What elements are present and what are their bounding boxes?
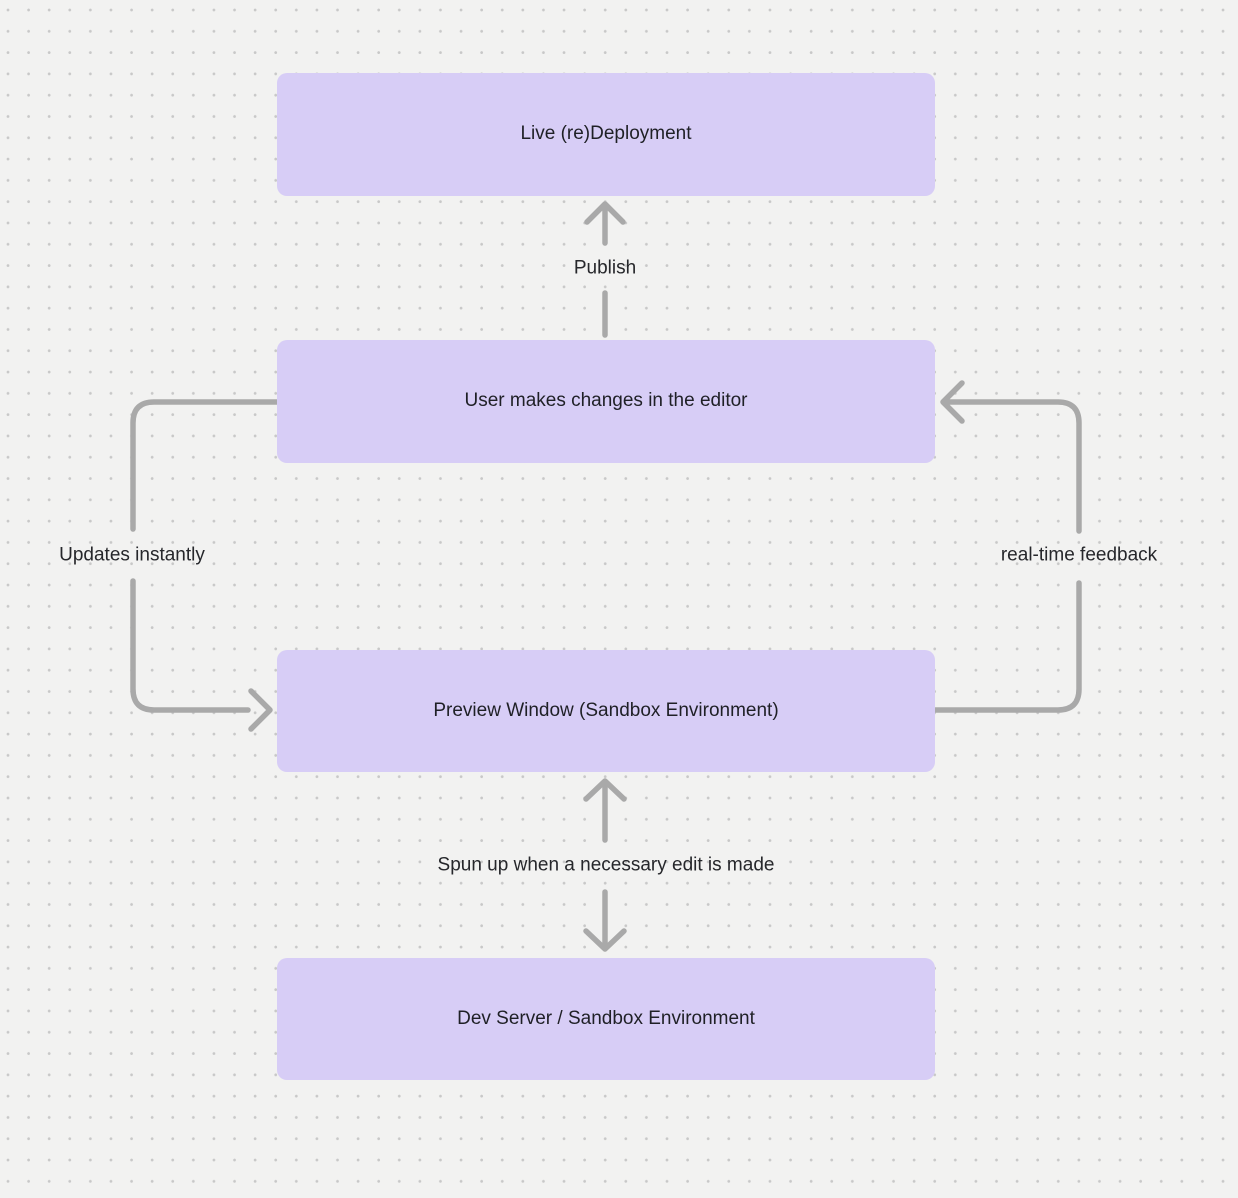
edge-label-updates-instantly: Updates instantly: [59, 544, 205, 566]
node-label: User makes changes in the editor: [464, 390, 748, 412]
node-live-redeployment[interactable]: Live (re)Deployment: [277, 73, 935, 196]
node-user-makes-changes[interactable]: User makes changes in the editor: [277, 340, 935, 463]
node-label: Dev Server / Sandbox Environment: [457, 1007, 755, 1029]
edge-label-spun-up: Spun up when a necessary edit is made: [437, 854, 775, 876]
node-dev-server[interactable]: Dev Server / Sandbox Environment: [277, 958, 935, 1080]
node-preview-window[interactable]: Preview Window (Sandbox Environment): [277, 650, 935, 772]
node-label: Preview Window (Sandbox Environment): [433, 699, 779, 721]
edge-label-publish: Publish: [573, 257, 637, 279]
edge-label-realtime-feedback: real-time feedback: [1000, 544, 1158, 566]
spun-up-arrow-down: [583, 889, 627, 952]
spun-up-arrow-up: [583, 778, 627, 843]
node-label: Live (re)Deployment: [520, 123, 692, 145]
